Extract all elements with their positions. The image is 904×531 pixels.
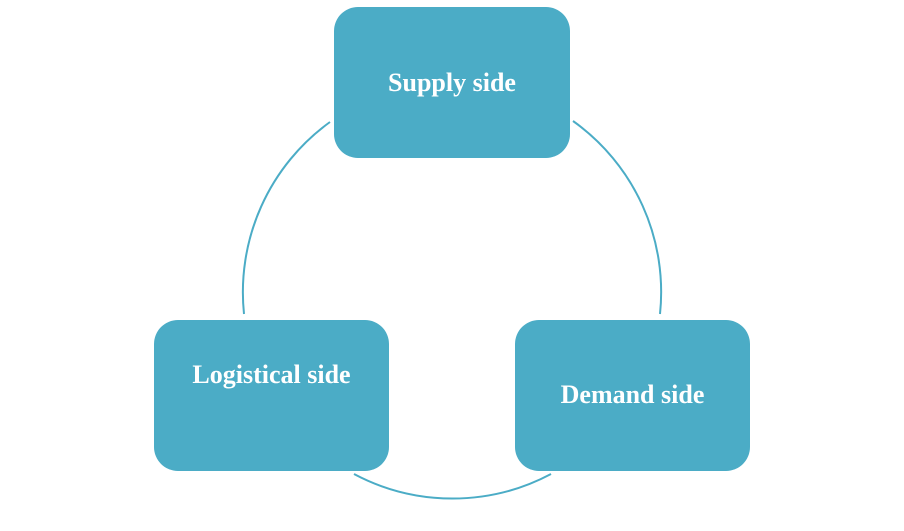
node-logistical-side-label: Logistical side (192, 360, 351, 389)
node-demand-side: Demand side (515, 320, 750, 471)
connector-logistical-to-supply (241, 121, 331, 315)
node-demand-side-label: Demand side (560, 380, 705, 409)
node-supply-side: Supply side (334, 7, 570, 158)
node-supply-side-label: Supply side (388, 68, 516, 97)
node-logistical-side: Logistical side (154, 320, 389, 471)
connector-supply-to-demand (572, 120, 663, 315)
connector-demand-to-logistical (353, 473, 552, 500)
